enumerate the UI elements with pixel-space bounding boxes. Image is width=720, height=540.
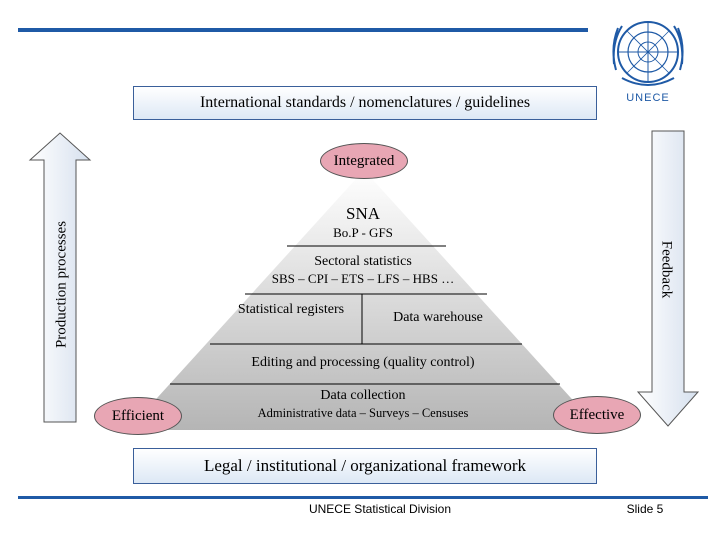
feedback-arrow — [636, 130, 700, 427]
footer-division: UNECE Statistical Division — [308, 502, 452, 516]
production-processes-text: Production processes — [53, 220, 70, 349]
sna-label: SNA — [345, 204, 380, 223]
pyramid-shape — [128, 170, 600, 430]
bottom-rule — [18, 496, 708, 499]
efficient-oval: Efficient — [94, 397, 182, 435]
top-rule — [18, 28, 588, 32]
feedback-text: Feedback — [658, 240, 675, 299]
registers-label: Statistical registers — [237, 302, 345, 317]
warehouse-label: Data warehouse — [393, 310, 483, 325]
editing-label: Editing and processing (quality control) — [251, 355, 475, 370]
integrated-oval: Integrated — [320, 143, 408, 179]
standards-banner: International standards / nomenclatures … — [133, 86, 597, 120]
sectoral-list: SBS – CPI – ETS – LFS – HBS … — [271, 271, 455, 286]
bop-label: Bo.P - GFS — [333, 225, 393, 240]
logo-text: UNECE — [626, 92, 670, 104]
collection-sources: Administrative data – Surveys – Censuses — [257, 406, 469, 420]
framework-banner: Legal / institutional / organizational f… — [133, 448, 597, 484]
effective-oval: Effective — [553, 396, 641, 434]
sectoral-label: Sectoral statistics — [314, 254, 412, 269]
collection-label: Data collection — [320, 388, 406, 403]
slide-number: Slide 5 — [626, 502, 664, 516]
production-arrow — [28, 132, 92, 423]
un-emblem-icon — [612, 21, 684, 86]
